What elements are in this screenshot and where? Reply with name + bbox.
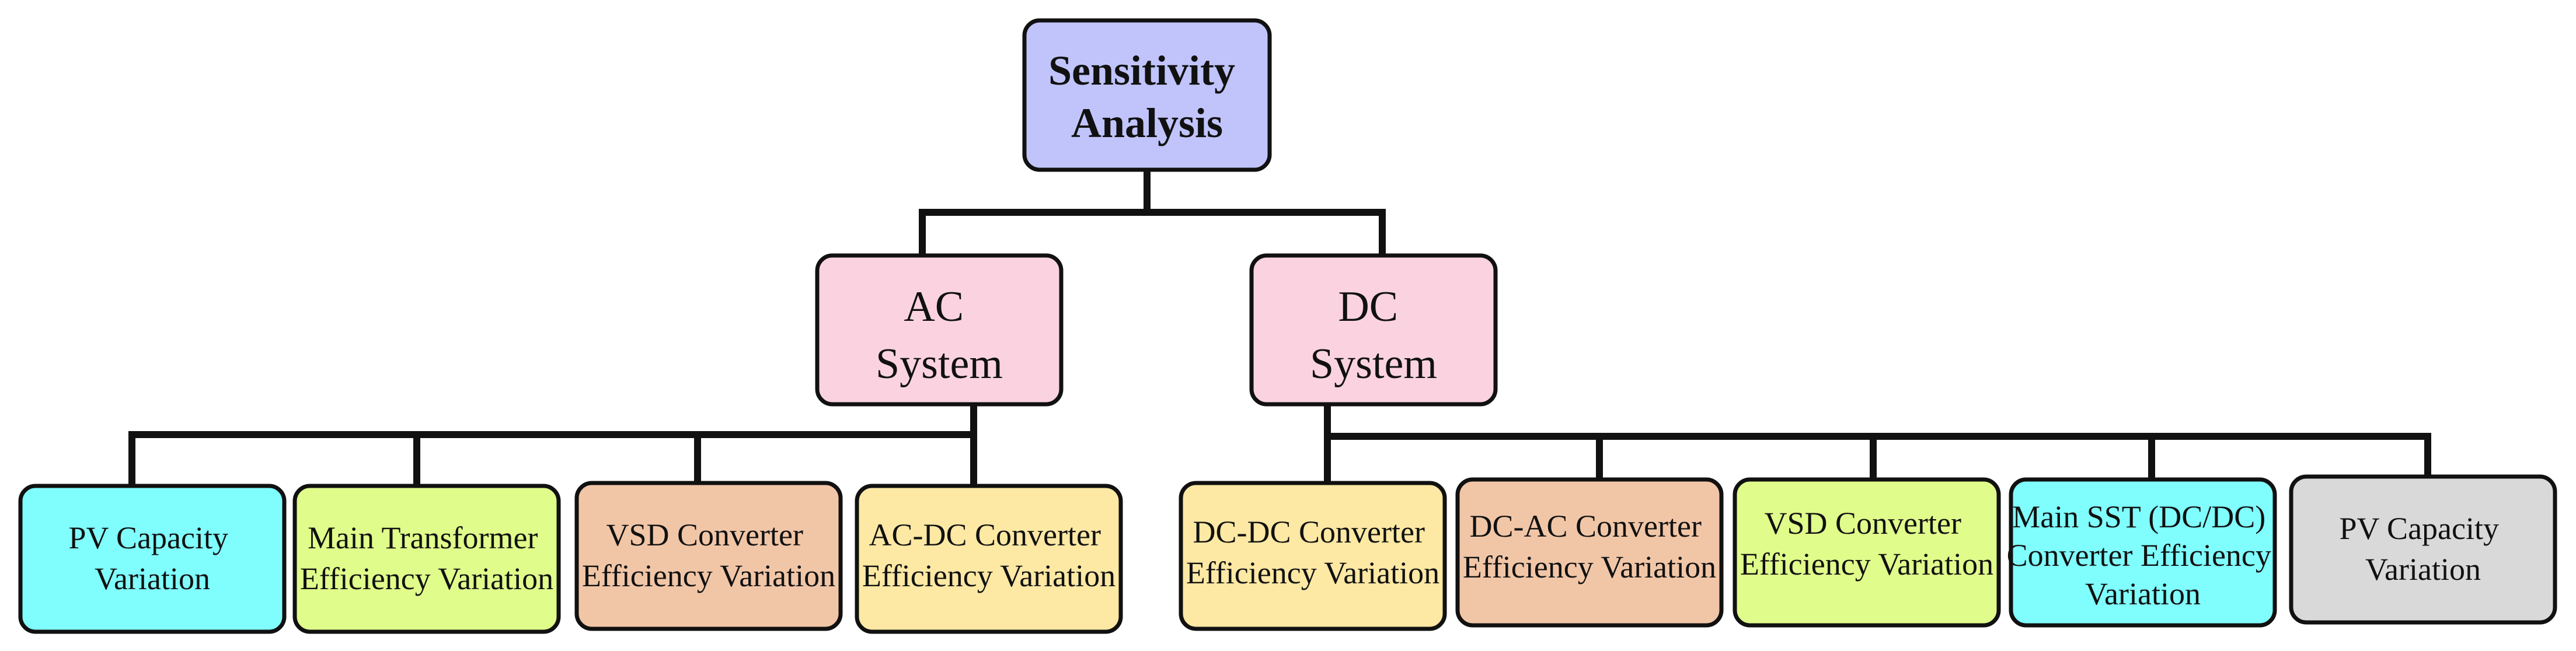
ac-system-box — [815, 253, 1064, 407]
dc-leaf-pv-capacity-variation: PV Capacity Variation — [2289, 474, 2557, 625]
dc-leaf-5-box — [2289, 474, 2557, 625]
ac-leaf-ac-dc-converter-efficiency-variation: AC-DC Converter Efficiency Variation — [855, 484, 1123, 634]
dc-leaf-1-label: DC-DC Converter Efficiency Variation — [1186, 514, 1439, 590]
ac-leaf-1-line-2: Variation — [95, 561, 210, 596]
ac-leaf-2-label: Main Transformer Efficiency Variation — [300, 520, 553, 596]
ac-leaf-vsd-converter-efficiency-variation: VSD Converter Efficiency Variation — [574, 481, 843, 631]
ac-leaf-2-line-2: Efficiency Variation — [300, 561, 553, 596]
dc-leaf-1-box — [1179, 481, 1447, 631]
ac-system-label: AC System — [876, 283, 1003, 388]
dc-leaf-2-line-2: Efficiency Variation — [1463, 550, 1716, 584]
ac-system-label-line-2: System — [876, 340, 1003, 388]
system-node-dc: DC System — [1249, 253, 1498, 407]
root-node-sensitivity-analysis: Sensitivity Analysis — [1022, 18, 1272, 172]
ac-leaf-main-transformer-efficiency-variation: Main Transformer Efficiency Variation — [292, 484, 561, 634]
dc-system-label-line-2: System — [1310, 340, 1437, 388]
dc-leaf-main-sst-converter-efficiency-variation: Main SST (DC/DC) Converter Efficiency Va… — [2007, 477, 2279, 628]
ac-leaf-4-box — [855, 484, 1123, 634]
dc-leaf-4-box — [2009, 477, 2277, 628]
root-label: Sensitivity Analysis — [1048, 47, 1246, 146]
ac-leaf-3-line-1: VSD Converter — [606, 517, 803, 552]
tree-connectors — [128, 166, 2431, 489]
root-label-line-1: Sensitivity — [1048, 47, 1235, 94]
dc-leaf-vsd-converter-efficiency-variation: VSD Converter Efficiency Variation — [1733, 477, 2001, 628]
ac-leaf-4-label: AC-DC Converter Efficiency Variation — [862, 517, 1116, 593]
dc-leaf-dc-ac-converter-efficiency-variation: DC-AC Converter Efficiency Variation — [1455, 477, 1724, 628]
root-label-line-2: Analysis — [1071, 100, 1223, 146]
dc-leaf-4-label: Main SST (DC/DC) Converter Efficiency Va… — [2007, 499, 2279, 611]
ac-leaf-2-box — [292, 484, 561, 634]
dc-leaf-dc-dc-converter-efficiency-variation: DC-DC Converter Efficiency Variation — [1179, 481, 1447, 631]
dc-leaf-3-box — [1733, 477, 2001, 628]
dc-leaf-1-line-2: Efficiency Variation — [1186, 555, 1439, 590]
dc-leaf-3-line-1: VSD Converter — [1765, 506, 1961, 541]
ac-leaf-1-line-1: PV Capacity — [69, 520, 228, 555]
ac-leaf-pv-capacity-variation: PV Capacity Variation — [18, 484, 287, 634]
dc-leaf-3-label: VSD Converter Efficiency Variation — [1740, 506, 1993, 582]
system-node-ac: AC System — [815, 253, 1064, 407]
ac-leaf-2-line-1: Main Transformer — [308, 520, 538, 555]
dc-leaf-4-line-1: Main SST (DC/DC) — [2012, 499, 2265, 534]
ac-leaf-3-label: VSD Converter Efficiency Variation — [582, 517, 835, 593]
dc-system-label-line-1: DC — [1338, 283, 1398, 331]
dc-leaf-3-line-2: Efficiency Variation — [1740, 547, 1993, 582]
dc-system-box — [1249, 253, 1498, 407]
dc-leaf-5-label: PV Capacity Variation — [2340, 511, 2507, 587]
dc-leaf-4-line-3: Variation — [2085, 576, 2201, 611]
dc-leaf-5-line-2: Variation — [2365, 552, 2481, 587]
dc-leaf-1-line-1: DC-DC Converter — [1193, 514, 1425, 550]
ac-leaf-1-label: PV Capacity Variation — [69, 520, 236, 596]
ac-leaf-3-line-2: Efficiency Variation — [582, 558, 835, 593]
dc-leaf-5-line-1: PV Capacity — [2340, 511, 2499, 546]
dc-leaf-2-box — [1455, 477, 1724, 628]
ac-leaf-4-line-1: AC-DC Converter — [869, 517, 1101, 552]
dc-system-label: DC System — [1310, 283, 1437, 388]
dc-leaf-4-line-2: Converter Efficiency — [2007, 538, 2271, 573]
ac-leaf-3-box — [574, 481, 843, 631]
root-box — [1022, 18, 1272, 172]
ac-leaf-1-box — [18, 484, 287, 634]
ac-system-label-line-1: AC — [904, 283, 964, 331]
dc-leaf-2-line-1: DC-AC Converter — [1470, 509, 1702, 544]
dc-leaf-2-label: DC-AC Converter Efficiency Variation — [1463, 509, 1716, 584]
ac-leaf-4-line-2: Efficiency Variation — [862, 558, 1116, 593]
